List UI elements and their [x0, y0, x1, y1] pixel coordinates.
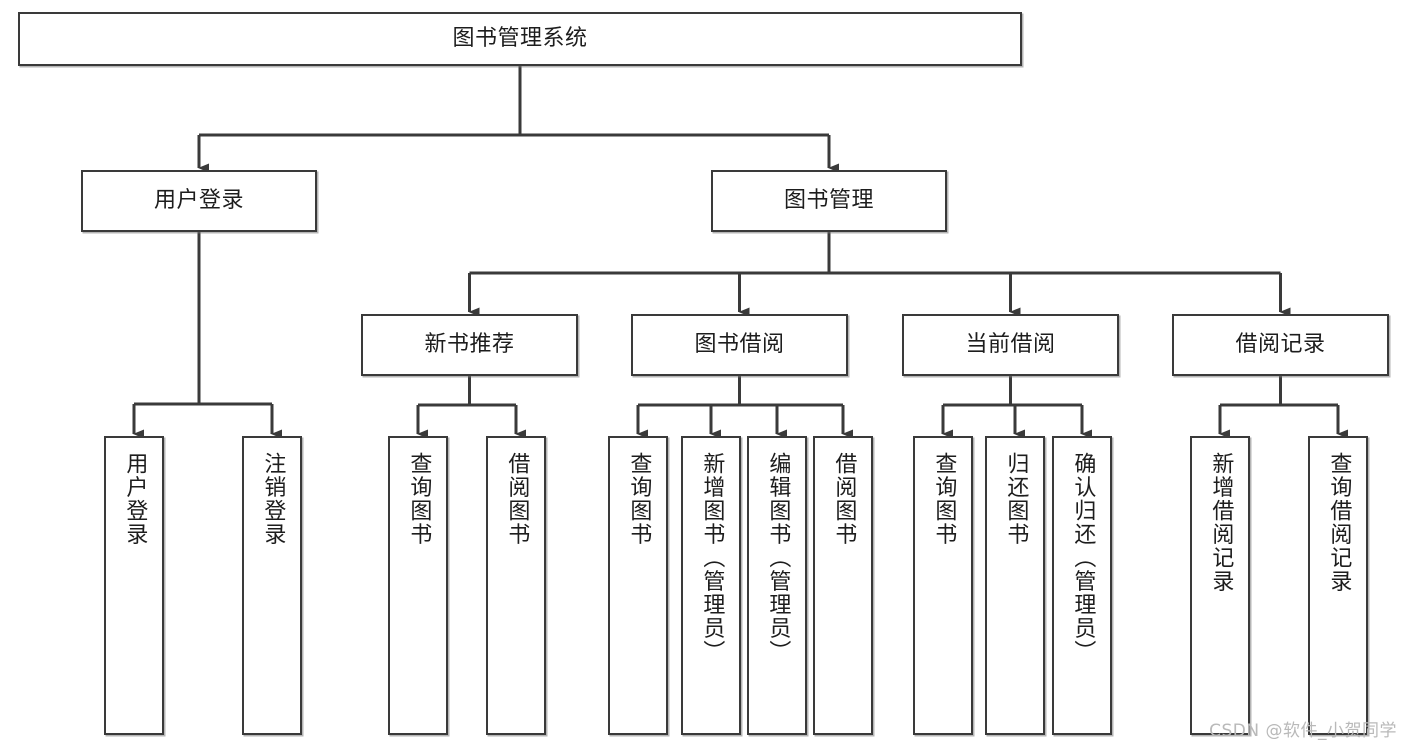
- node-label: 归还图书: [1003, 452, 1029, 546]
- node-leaf-add-book: 新增图书（管理员）: [681, 436, 741, 735]
- node-book-borrow: 图书借阅: [631, 314, 848, 376]
- node-current-borrow: 当前借阅: [902, 314, 1119, 376]
- node-user-login: 用户登录: [81, 170, 317, 232]
- csdn-watermark: CSDN @软件_小贺同学: [1209, 721, 1397, 741]
- node-leaf-user-login: 用户登录: [104, 436, 164, 735]
- node-leaf-query-book-3: 查询图书: [913, 436, 973, 735]
- node-label: 图书借阅: [694, 332, 785, 358]
- node-label: 借阅图书: [504, 452, 530, 546]
- node-root: 图书管理系统: [18, 12, 1022, 66]
- node-label: 编辑图书（管理员）: [765, 452, 791, 664]
- node-leaf-edit-book: 编辑图书（管理员）: [747, 436, 807, 735]
- node-label: 注销登录: [260, 452, 286, 546]
- node-leaf-return-book: 归还图书: [985, 436, 1045, 735]
- node-label: 查询图书: [406, 452, 432, 546]
- node-label: 新书推荐: [424, 332, 515, 358]
- node-label: 新增图书（管理员）: [699, 452, 725, 664]
- node-leaf-logout-login: 注销登录: [242, 436, 302, 735]
- node-leaf-confirm-return: 确认归还（管理员）: [1052, 436, 1112, 735]
- node-leaf-query-book-2: 查询图书: [608, 436, 668, 735]
- node-label: 确认归还（管理员）: [1070, 452, 1096, 664]
- edge-group: [132, 66, 1348, 439]
- node-book-manage: 图书管理: [711, 170, 947, 232]
- node-leaf-add-record: 新增借阅记录: [1190, 436, 1250, 735]
- node-label: 当前借阅: [965, 332, 1056, 358]
- node-label: 图书管理系统: [452, 26, 588, 52]
- node-label: 查询图书: [626, 452, 652, 546]
- node-leaf-borrow-book-2: 借阅图书: [813, 436, 873, 735]
- node-label: 新增借阅记录: [1208, 452, 1234, 593]
- node-label: 查询借阅记录: [1326, 452, 1352, 593]
- node-leaf-query-book-1: 查询图书: [388, 436, 448, 735]
- node-label: 用户登录: [153, 188, 244, 214]
- node-leaf-borrow-book-1: 借阅图书: [486, 436, 546, 735]
- node-borrow-record: 借阅记录: [1172, 314, 1389, 376]
- node-label: 借阅图书: [831, 452, 857, 546]
- node-label: 图书管理: [783, 188, 874, 214]
- node-leaf-query-record: 查询借阅记录: [1308, 436, 1368, 735]
- node-label: 用户登录: [122, 452, 148, 546]
- node-label: 借阅记录: [1235, 332, 1326, 358]
- node-label: 查询图书: [931, 452, 957, 546]
- node-new-book-rec: 新书推荐: [361, 314, 578, 376]
